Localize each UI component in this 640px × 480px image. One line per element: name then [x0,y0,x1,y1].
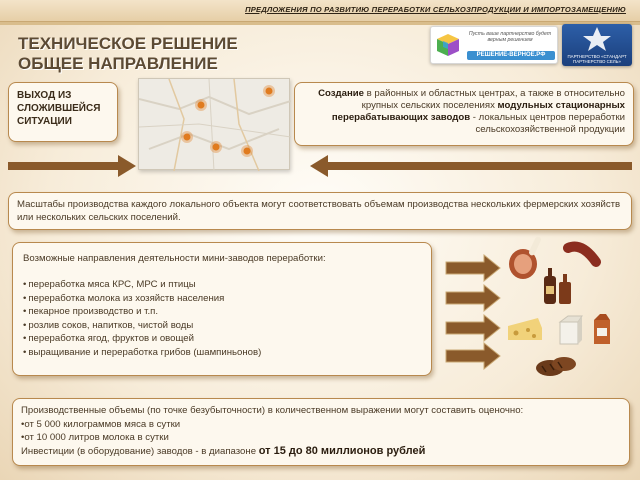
directions-list: переработка мяса КРС, МРС и птицы перера… [23,278,421,359]
partnership-emblem[interactable]: ПАРТНЕРСТВО «СТАНДАРТ ПАРТНЕРСТВО СЕЛЬ» [562,24,632,66]
emblem-label: ПАРТНЕРСТВО «СТАНДАРТ ПАРТНЕРСТВО СЕЛЬ» [567,54,627,64]
arrow-right-icon [445,283,501,313]
banner-stripe [0,22,640,25]
direction-item: переработка мяса КРС, МРС и птицы [23,278,421,292]
investment-range: от 15 до 80 миллионов рублей [258,444,426,457]
direction-item: выращивание и переработка грибов (шампин… [23,346,421,360]
direction-item: пекарное производство и т.п. [23,305,421,319]
production-line-1: Производственные объемы (по точке безубы… [21,405,524,416]
arrow-right-icon [445,313,501,343]
production-line-4: Инвестиции (в оборудование) заводов - в … [21,445,621,459]
bottles-icon [544,268,571,304]
creation-part-4: - локальных центров переработки сельскох… [470,112,625,135]
cube-logo-icon [437,34,459,56]
exit-line-3: СИТУАЦИИ [17,116,72,127]
milk-carton-icon [558,315,583,345]
region-map [138,78,292,172]
top-banner: ПРЕДЛОЖЕНИЯ ПО РАЗВИТИЮ ПЕРЕРАБОТКИ СЕЛЬ… [0,0,640,25]
exit-line-1: ВЫХОД ИЗ [17,90,72,101]
arrow-left-icon [310,155,632,177]
arrow-right-icon [8,155,136,177]
production-box: Производственные объемы (по точке безубы… [12,398,630,466]
sausage-icon [563,241,601,267]
exit-situation-box: ВЫХОД ИЗ СЛОЖИВШЕЙСЯ СИТУАЦИИ [8,82,118,142]
title-line-2: ОБЩЕЕ НАПРАВЛЕНИЕ [18,54,218,73]
direction-item: переработка молока из хозяйств населения [23,292,421,306]
bread-icon [536,357,576,376]
production-line-3: •от 10 000 литров молока в сутки [21,432,169,444]
creation-box: Создание в районных и областных центрах,… [294,82,634,146]
creation-part-3: модульных стационарных перерабатывающих … [331,100,625,123]
investment-prefix: Инвестиции (в оборудование) заводов - в … [21,445,259,457]
page-title: ТЕХНИЧЕСКОЕ РЕШЕНИЕ ОБЩЕЕ НАПРАВЛЕНИЕ [18,34,238,74]
logo-slogan: Пусть ваше партнерство будет верным реше… [468,31,552,43]
scale-box: Масштабы производства каждого локального… [8,192,632,230]
banner-text: ПРЕДЛОЖЕНИЯ ПО РАЗВИТИЮ ПЕРЕРАБОТКИ СЕЛЬ… [245,5,626,14]
production-line-2: •от 5 000 килограммов мяса в сутки [21,418,181,430]
brand-logo[interactable]: Пусть ваше партнерство будет верным реше… [430,26,558,64]
direction-item: розлив соков, напитков, чистой воды [23,319,421,333]
direction-item: переработка ягод, фруктов и овощей [23,332,421,346]
ham-icon [509,236,541,279]
exit-line-2: СЛОЖИВШЕЙСЯ [17,103,101,114]
juice-carton-icon [594,314,610,344]
creation-part-1: Создание [318,88,364,99]
logo-brand-name: РЕШЕНИЕ-ВЕРНОЕ.РФ [467,51,555,60]
title-line-1: ТЕХНИЧЕСКОЕ РЕШЕНИЕ [18,34,238,53]
directions-box: Возможные направления деятельности мини-… [12,242,432,376]
scale-text: Масштабы производства каждого локального… [17,199,621,223]
emblem-star-icon [583,27,611,51]
creation-part-2: в районных и областных центрах, а также … [361,88,625,111]
arrow-right-icon [445,253,501,283]
cheese-icon [508,318,542,340]
map-with-markers-icon [138,78,292,172]
directions-heading: Возможные направления деятельности мини-… [23,253,326,264]
arrow-right-icon [445,341,501,371]
product-arrows [445,253,501,371]
